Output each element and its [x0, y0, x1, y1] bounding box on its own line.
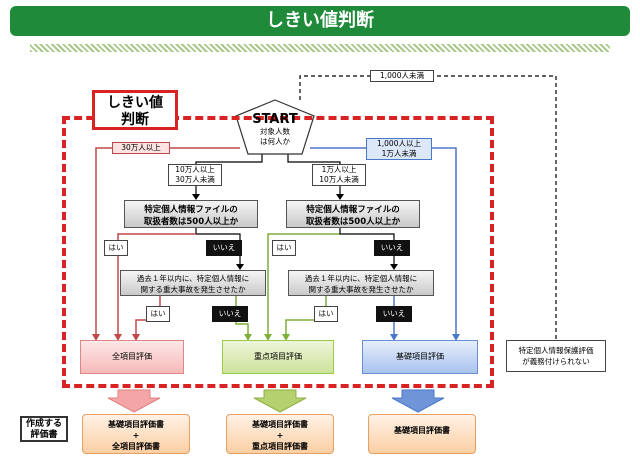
label-under-1000: 1,000人未満	[370, 70, 434, 82]
label-over-300k: 30万人以上	[112, 142, 170, 154]
threshold-title-box: しきい値 判断	[92, 90, 178, 130]
red-connector	[95, 147, 240, 336]
threshold-frame	[62, 116, 494, 388]
q4-line1: 過去１年以内に、特定個人情報に	[304, 274, 418, 283]
out2-line2: +	[276, 431, 284, 440]
output-basic: 基礎項目評価書	[368, 414, 476, 454]
label-100k-300k-line1: 10万人以上	[175, 165, 215, 174]
doc-label-line1: 作成する	[25, 419, 62, 429]
question-handlers-2: 特定個人情報ファイルの 取扱者数は500人以上か	[286, 200, 420, 228]
label-1000-10k-line1: 1,000人以上	[377, 139, 421, 148]
arrow-green	[253, 389, 307, 413]
title-line2: 判断	[121, 112, 149, 128]
label-100k-300k: 10万人以上 30万人未満	[168, 164, 222, 186]
result-basic-assessment: 基礎項目評価	[362, 340, 478, 374]
result-focus-assessment: 重点項目評価	[222, 340, 334, 374]
start-sub2: は何人か	[260, 137, 290, 146]
q3-line2: 関する重大事故を発生させたか	[140, 285, 246, 294]
arrow-red	[107, 389, 161, 413]
q3-line1: 過去１年以内に、特定個人情報に	[136, 274, 250, 283]
obligation-line1: 特定個人情報保護評価	[518, 346, 594, 355]
output-full: 基礎項目評価書 + 全項目評価書	[82, 414, 190, 454]
q2-line2: 取扱者数は500人以上か	[305, 217, 401, 227]
q1-line1: 特定個人情報ファイルの	[144, 205, 238, 215]
yes-label-q3: はい	[146, 306, 170, 322]
out1-line3: 全項目評価書	[112, 442, 160, 451]
label-1000-10k: 1,000人以上 1万人未満	[366, 138, 432, 160]
start-label: START	[252, 112, 298, 127]
page-header: しきい値判断	[10, 6, 630, 36]
question-incident-2: 過去１年以内に、特定個人情報に 関する重大事故を発生させたか	[288, 270, 434, 296]
decorative-stripe	[30, 44, 610, 52]
yes-label-q1: はい	[104, 240, 128, 256]
label-100k-300k-line2: 30万人未満	[175, 175, 215, 184]
no-obligation-box: 特定個人情報保護評価 が義務付けられない	[506, 340, 606, 372]
start-shape	[235, 99, 315, 155]
no-label-q2: いいえ	[374, 240, 410, 256]
out2-line1: 基礎項目評価書	[252, 420, 308, 429]
q4-line2: 関する重大事故を発生させたか	[308, 285, 414, 294]
no-label-q4: いいえ	[376, 306, 412, 322]
title-line1: しきい値	[107, 95, 163, 111]
question-incident-1: 過去１年以内に、特定個人情報に 関する重大事故を発生させたか	[120, 270, 266, 296]
start-sub1: 対象人数	[260, 127, 290, 136]
out1-line1: 基礎項目評価書	[108, 420, 164, 429]
label-10k-100k-line2: 10万人未満	[319, 175, 359, 184]
label-1000-10k-line2: 1万人未満	[381, 149, 417, 158]
blue-connector	[310, 147, 457, 336]
out2-line3: 重点項目評価書	[252, 442, 308, 451]
arrow-blue	[391, 389, 445, 413]
yes-label-q2: はい	[272, 240, 296, 256]
result-full-assessment: 全項目評価	[80, 340, 184, 374]
obligation-line2: が義務付けられない	[522, 357, 590, 366]
question-handlers-1: 特定個人情報ファイルの 取扱者数は500人以上か	[124, 200, 258, 228]
start-node: START 対象人数 は何人か	[244, 112, 306, 152]
document-label: 作成する 評価書	[20, 416, 68, 442]
output-focus: 基礎項目評価書 + 重点項目評価書	[226, 414, 334, 454]
label-10k-100k: 1万人以上 10万人未満	[312, 164, 366, 186]
no-label-q3: いいえ	[212, 306, 248, 322]
label-10k-100k-line1: 1万人以上	[321, 165, 357, 174]
q1-line2: 取扱者数は500人以上か	[143, 217, 239, 227]
yes-label-q4: はい	[314, 306, 338, 322]
q2-line1: 特定個人情報ファイルの	[306, 205, 400, 215]
out1-line2: +	[132, 431, 140, 440]
no-label-q1: いいえ	[206, 240, 242, 256]
doc-label-line2: 評価書	[30, 430, 58, 440]
